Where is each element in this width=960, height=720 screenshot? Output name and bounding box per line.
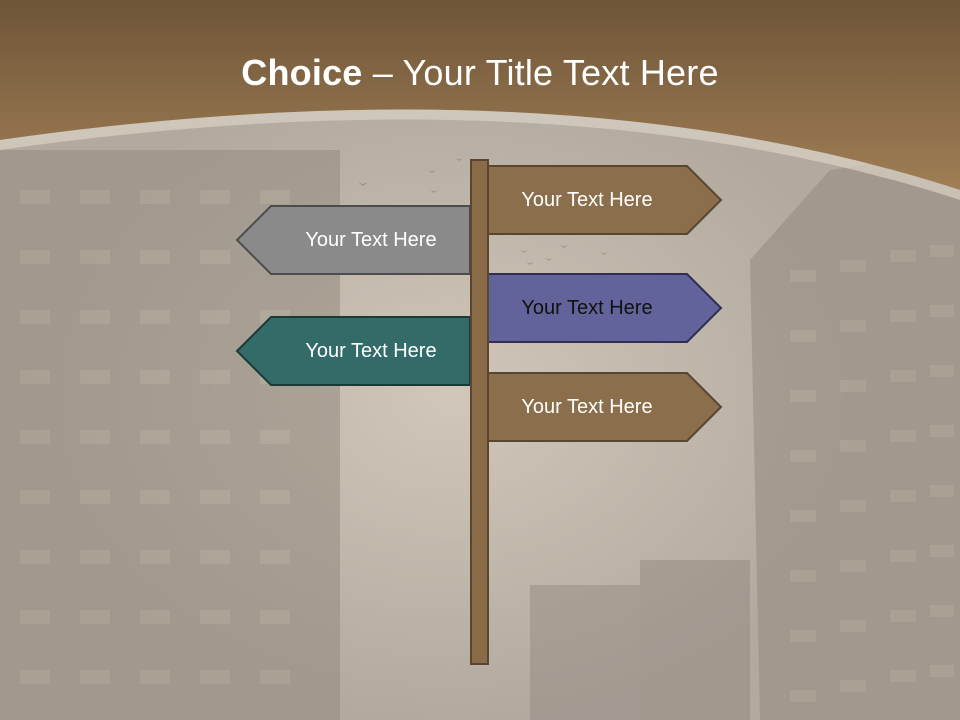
sign-label-1: Your Text Here <box>521 189 653 211</box>
right-building <box>750 150 960 720</box>
title-rest: Your Title Text Here <box>402 52 719 93</box>
sign-post <box>470 159 489 665</box>
sign-label-5: Your Text Here <box>521 396 653 418</box>
sign-label-4: Your Text Here <box>305 340 437 362</box>
sign-label-2: Your Text Here <box>305 229 437 251</box>
slide-title: Choice – Your Title Text Here <box>0 52 960 94</box>
sign-label-3: Your Text Here <box>521 297 653 319</box>
title-strong: Choice <box>241 52 363 93</box>
distant-buildings <box>530 560 750 720</box>
title-separator: – <box>362 52 403 93</box>
header-band <box>0 0 960 190</box>
birds <box>358 158 608 265</box>
